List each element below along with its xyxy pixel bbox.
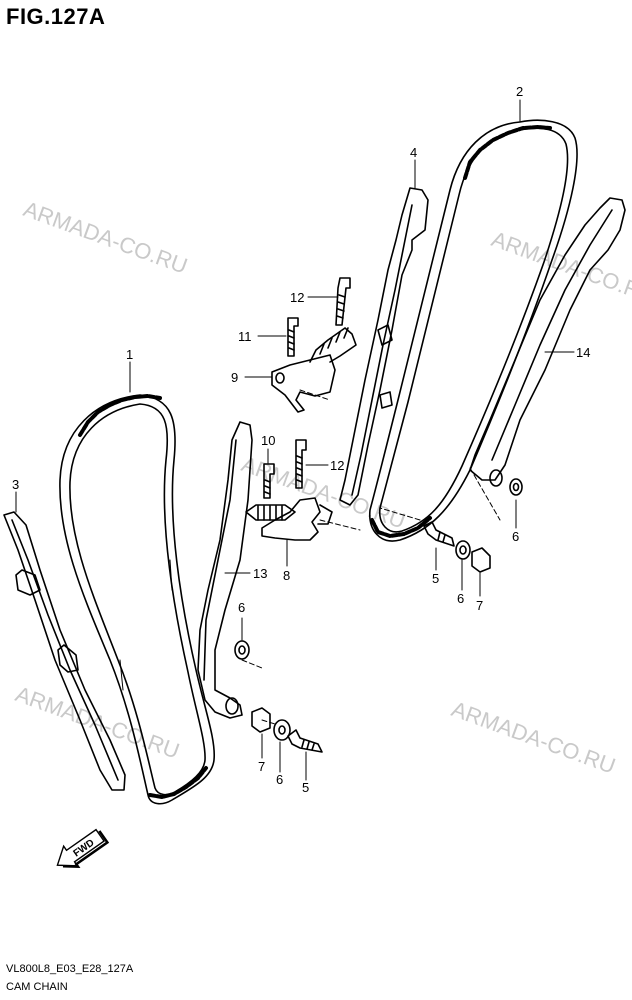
callout-numbers: 1 2 3 4 5 5 6 6 6 6 7 7 8 9 10 11 12 12 …: [12, 84, 590, 795]
figure-caption: CAM CHAIN: [6, 981, 68, 993]
leader-lines: [15, 99, 575, 781]
callout-1: 1: [126, 347, 133, 362]
cam-chain-front: [59, 394, 216, 805]
chain-guide-13: [197, 421, 253, 719]
callout-7-right: 7: [476, 598, 483, 613]
callout-3: 3: [12, 477, 19, 492]
washer-6-lower-mid: [273, 719, 291, 741]
washer-6-lower-left: [234, 640, 250, 660]
callout-12-lower: 12: [330, 458, 344, 473]
forward-arrow-icon: FWD: [56, 828, 110, 869]
callout-11: 11: [238, 329, 252, 344]
callout-6-right: 6: [457, 591, 464, 606]
tensioner-9: [271, 327, 357, 413]
callout-2: 2: [516, 84, 523, 99]
callout-6-left: 6: [238, 600, 245, 615]
watermarks: ARMADA-CO.RU ARMADA-CO.RU ARMADA-CO.RU A…: [12, 196, 632, 778]
figure-title: FIG.127A: [6, 4, 106, 29]
washer-6-right: [455, 540, 471, 560]
callout-6-lower: 6: [276, 772, 283, 787]
spacer-7-lower-left: [251, 707, 271, 733]
chain-guide-4: [339, 187, 429, 506]
spacer-7-right: [471, 547, 491, 573]
callout-4: 4: [410, 145, 417, 160]
callout-12-upper: 12: [290, 290, 304, 305]
bolt-12-lower: [295, 439, 307, 489]
washer-6-upper-right: [509, 478, 523, 496]
callout-7-lower: 7: [258, 759, 265, 774]
chain-guide-14: [469, 197, 626, 487]
callout-13: 13: [253, 566, 267, 581]
bolt-10: [263, 463, 275, 499]
callout-14: 14: [576, 345, 590, 360]
callout-8: 8: [283, 568, 290, 583]
bolt-12-upper: [335, 277, 351, 326]
watermark: ARMADA-CO.RU: [12, 681, 183, 763]
bolt-5-lower: [287, 729, 323, 753]
watermark: ARMADA-CO.RU: [20, 196, 191, 278]
tensioner-8: [245, 497, 333, 541]
callout-5-right: 5: [432, 571, 439, 586]
front-chain-guide: [3, 511, 126, 791]
cam-chain-rear: [369, 119, 578, 542]
assembly-lines: [241, 389, 501, 725]
callout-9: 9: [231, 370, 238, 385]
bolt-11: [287, 317, 299, 357]
bolt-5-right: [423, 521, 455, 547]
callout-5-lower: 5: [302, 780, 309, 795]
callout-6-upper-right: 6: [512, 529, 519, 544]
watermark: ARMADA-CO.RU: [448, 696, 619, 778]
callout-10: 10: [261, 433, 275, 448]
figure-code: VL800L8_E03_E28_127A: [6, 963, 134, 975]
